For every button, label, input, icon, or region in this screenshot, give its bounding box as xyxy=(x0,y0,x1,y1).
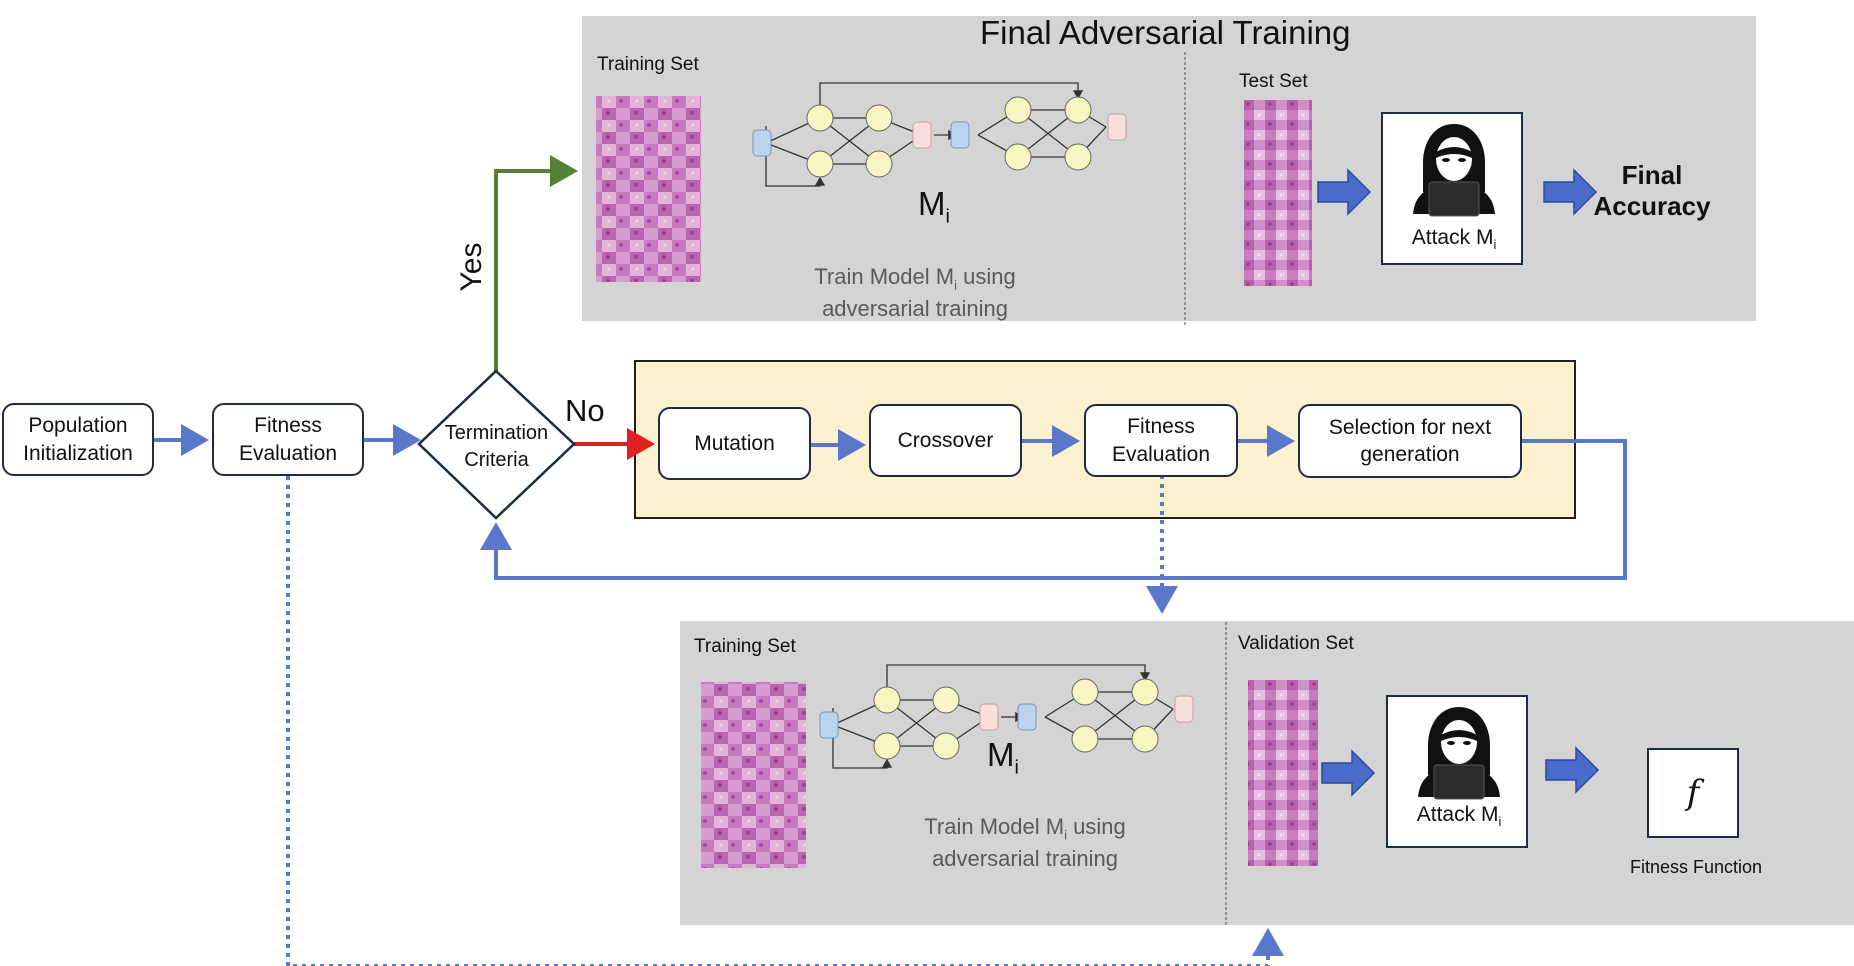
fitness-symbol: f xyxy=(1686,773,1700,813)
block-arrow-attack-to-fitness xyxy=(1545,746,1600,794)
mutation-node: Mutation xyxy=(658,407,811,480)
attack-label-top: Attack M xyxy=(1411,226,1494,249)
network-top xyxy=(752,82,1127,187)
test-set-image xyxy=(1244,100,1312,286)
arrow-loop-back xyxy=(480,439,1627,580)
fitness-evaluation-node-2: Fitness Evaluation xyxy=(1084,404,1238,477)
attack-box-top: Attack Mi xyxy=(1381,112,1523,265)
no-label: No xyxy=(565,393,605,428)
block-arrow-test-to-attack xyxy=(1317,168,1372,216)
model-label-top: Mi xyxy=(918,185,950,228)
test-set-label: Test Set xyxy=(1239,71,1308,92)
fitness-function-label: Fitness Function xyxy=(1630,857,1763,877)
fitness-evaluation-node-1: Fitness Evaluation xyxy=(212,403,364,476)
block-arrow-validation-to-attack xyxy=(1321,749,1376,797)
population-initialization-node: Population Initialization xyxy=(2,403,154,476)
validation-set-label: Validation Set xyxy=(1238,633,1354,654)
yes-label: Yes xyxy=(455,242,488,292)
training-set-label-top: Training Set xyxy=(597,54,699,75)
selection-node: Selection for next generation xyxy=(1298,404,1522,478)
crossover-node: Crossover xyxy=(869,404,1022,477)
attack-label-bottom: Attack M xyxy=(1416,803,1499,826)
network-bottom xyxy=(819,664,1194,769)
termination-diamond xyxy=(417,369,576,520)
fitness-function-box: f xyxy=(1647,748,1739,838)
hacker-icon xyxy=(1413,124,1495,217)
final-training-panel xyxy=(582,16,1756,321)
validation-set-image xyxy=(1248,680,1318,866)
hacker-icon xyxy=(1418,707,1500,800)
final-accuracy-label: Final Accuracy xyxy=(1593,160,1711,222)
block-arrow-attack-to-accuracy xyxy=(1543,168,1598,216)
training-set-image-bottom xyxy=(701,682,806,868)
termination-criteria-label: Termination Criteria xyxy=(444,422,549,471)
attack-box-bottom: Attack Mi xyxy=(1386,695,1528,848)
final-training-title: Final Adversarial Training xyxy=(980,14,1351,51)
training-set-image-top xyxy=(596,96,701,282)
arrow-yes xyxy=(494,155,578,373)
dotted-arrow-first-eval-to-panel xyxy=(286,476,1284,966)
training-set-label-bottom: Training Set xyxy=(694,636,796,657)
model-label-bottom: Mi xyxy=(987,736,1019,779)
